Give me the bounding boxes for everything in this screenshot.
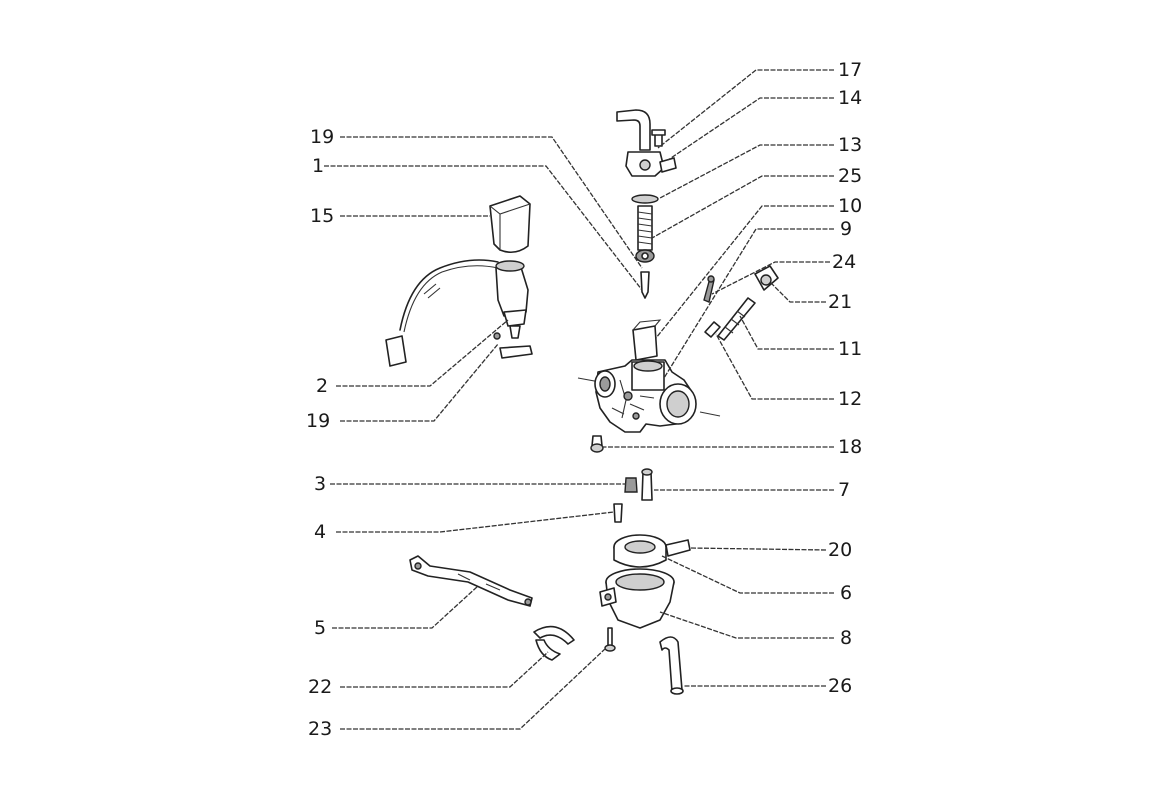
hose-clamp xyxy=(533,625,575,661)
choke-cover xyxy=(489,195,531,254)
callout-23: 23 xyxy=(308,718,332,740)
callout-6: 6 xyxy=(840,582,852,604)
callout-25: 25 xyxy=(838,165,862,187)
needle-spring-stack xyxy=(631,194,659,299)
callout-19-lower: 19 xyxy=(306,410,330,432)
leader-lines xyxy=(324,69,834,730)
callout-3: 3 xyxy=(314,473,326,495)
callout-2: 2 xyxy=(316,375,328,397)
callout-19-top: 19 xyxy=(310,126,334,148)
drain-hose xyxy=(659,636,684,695)
callout-18: 18 xyxy=(838,436,862,458)
callout-15: 15 xyxy=(310,205,334,227)
jets-and-screws xyxy=(703,265,779,341)
screw-23-part xyxy=(604,627,616,652)
callout-26: 26 xyxy=(828,675,852,697)
callout-14: 14 xyxy=(838,87,862,109)
callout-20: 20 xyxy=(828,539,852,561)
carburetor-body xyxy=(577,359,721,433)
float-bowl-assembly xyxy=(599,534,691,629)
throttle-slide xyxy=(632,319,662,361)
callout-1: 1 xyxy=(312,155,324,177)
callout-12: 12 xyxy=(838,388,862,410)
top-pipe-assembly xyxy=(616,109,677,177)
small-jets-3-7-4 xyxy=(613,468,653,523)
callout-17: 17 xyxy=(838,59,862,81)
callout-5: 5 xyxy=(314,617,326,639)
callout-10: 10 xyxy=(838,195,862,217)
callout-24: 24 xyxy=(832,251,856,273)
callout-11: 11 xyxy=(838,338,862,360)
callout-13: 13 xyxy=(838,134,862,156)
screw-18-part xyxy=(590,435,604,453)
callout-21: 21 xyxy=(828,291,852,313)
callout-labels: 17 14 13 25 10 9 24 21 11 12 18 7 20 6 8… xyxy=(306,59,862,740)
callout-9: 9 xyxy=(840,218,852,240)
callout-7: 7 xyxy=(838,479,850,501)
electric-choke xyxy=(385,259,533,367)
bracket-clamp xyxy=(409,555,533,607)
callout-8: 8 xyxy=(840,627,852,649)
callout-22: 22 xyxy=(308,676,332,698)
callout-4: 4 xyxy=(314,521,326,543)
